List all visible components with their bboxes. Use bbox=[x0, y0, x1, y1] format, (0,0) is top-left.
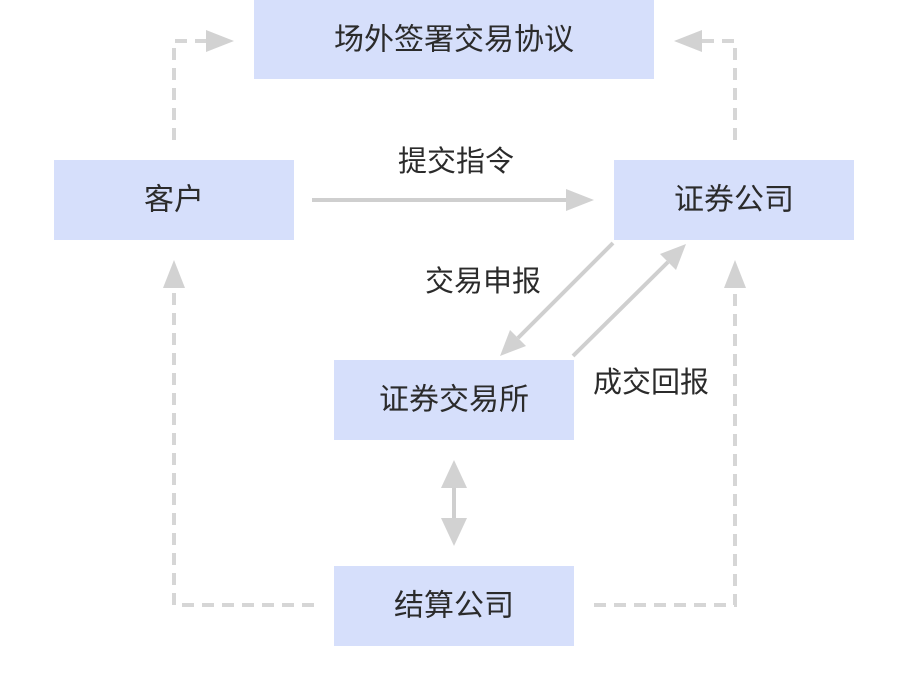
node-exchange-label: 证券交易所 bbox=[379, 383, 529, 418]
edge-label-submit-order: 提交指令 bbox=[398, 144, 514, 178]
arrowhead-broker-to-exchange bbox=[500, 330, 526, 356]
dashed-arrowhead-to-customer bbox=[163, 260, 185, 288]
node-exchange: 证券交易所 bbox=[334, 360, 574, 440]
edge-label-fill-report: 成交回报 bbox=[593, 365, 709, 399]
edge-label-trade-report: 交易申报 bbox=[425, 264, 541, 298]
node-customer-label: 客户 bbox=[144, 183, 204, 218]
node-agreement: 场外签署交易协议 bbox=[254, 0, 654, 79]
dashed-arrowhead-to-agreement-left bbox=[206, 30, 234, 52]
dashed-arrowhead-to-broker bbox=[724, 260, 746, 288]
dashed-arrowhead-to-agreement-right bbox=[674, 30, 702, 52]
dashed-connector-broker-agreement bbox=[702, 39, 737, 140]
node-clearing-label: 结算公司 bbox=[394, 589, 514, 624]
arrow-broker-to-exchange bbox=[516, 241, 615, 340]
arrowhead-down-to-clearing bbox=[441, 518, 467, 546]
dashed-connector-clearing-broker bbox=[594, 288, 737, 607]
node-clearing: 结算公司 bbox=[334, 566, 574, 646]
arrowhead-customer-to-broker bbox=[566, 189, 594, 211]
dashed-connector-clearing-customer bbox=[172, 288, 314, 607]
node-customer: 客户 bbox=[54, 160, 294, 240]
arrowhead-up-to-exchange bbox=[441, 460, 467, 488]
arrowhead-exchange-to-broker bbox=[660, 244, 686, 270]
node-broker: 证券公司 bbox=[614, 160, 854, 240]
arrow-exchange-to-broker bbox=[571, 260, 670, 358]
dashed-connector-customer-agreement bbox=[172, 39, 208, 140]
node-broker-label: 证券公司 bbox=[674, 183, 794, 218]
node-agreement-label: 场外签署交易协议 bbox=[334, 23, 574, 58]
